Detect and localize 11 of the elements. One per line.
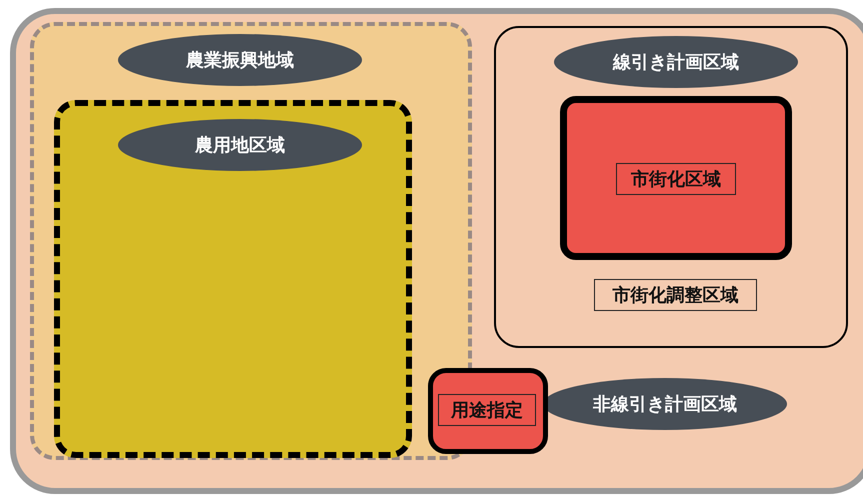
region-label: 農業振興地域 <box>118 34 362 86</box>
zone-box <box>428 368 548 454</box>
region-label: 農用地区域 <box>118 119 362 171</box>
zone-label: 市街化区域 <box>616 163 736 195</box>
region-box <box>10 8 863 494</box>
zone-box <box>560 96 792 260</box>
region-label: 線引き計画区域 <box>554 36 798 88</box>
zone-label: 市街化調整区域 <box>594 279 757 311</box>
region-box <box>494 26 848 348</box>
zone-label: 用途指定 <box>438 394 536 426</box>
region-box <box>54 100 412 458</box>
